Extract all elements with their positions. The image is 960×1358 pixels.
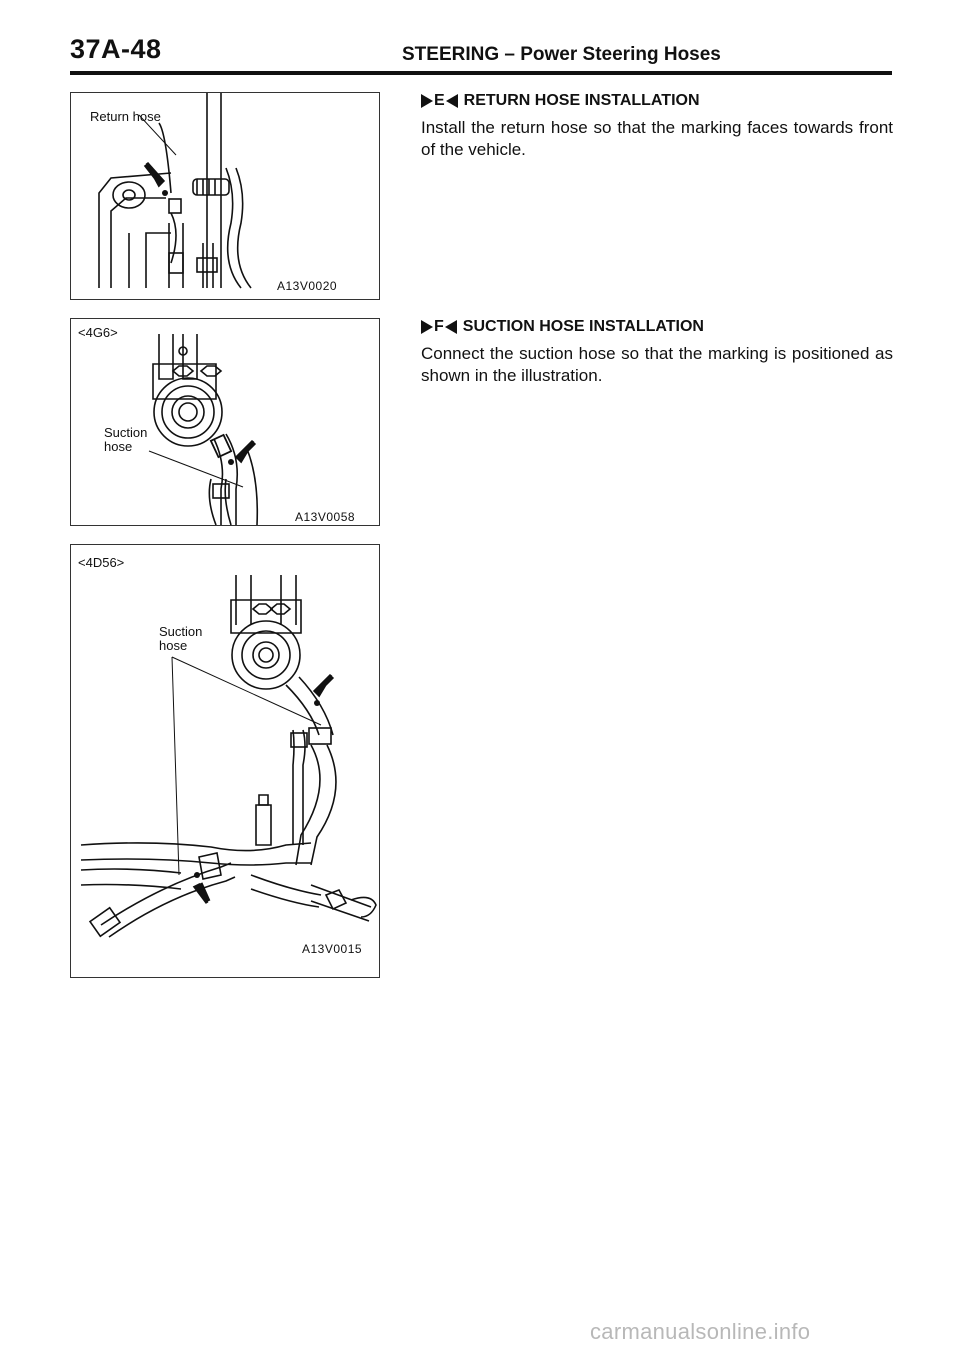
left-triangle-icon bbox=[445, 94, 458, 108]
left-triangle-icon bbox=[444, 320, 457, 334]
section-heading-return-hose: E RETURN HOSE INSTALLATION bbox=[421, 92, 700, 110]
suction-hose-4g6-illustration bbox=[148, 334, 259, 525]
suction-hose-label-line1: Suction bbox=[159, 624, 203, 639]
section-title: RETURN HOSE INSTALLATION bbox=[463, 92, 700, 109]
return-hose-label: Return hose bbox=[90, 109, 161, 124]
figure-code: A13V0020 bbox=[277, 279, 338, 293]
figure-code: A13V0058 bbox=[295, 510, 356, 524]
variant-label-4d56: <4D56> bbox=[78, 555, 125, 570]
figure-suction-hose-4d56: <4D56> Suction hose A13V0015 bbox=[70, 544, 380, 978]
section-letter: F bbox=[434, 318, 444, 335]
right-triangle-icon bbox=[421, 94, 433, 108]
section-body-return-hose: Install the return hose so that the mark… bbox=[421, 118, 893, 159]
figure-code: A13V0015 bbox=[302, 942, 363, 956]
suction-hose-label-line1: Suction bbox=[104, 425, 148, 440]
section-letter: E bbox=[434, 92, 445, 109]
figure-suction-hose-4g6: <4G6> Suction hose A13V0058 bbox=[70, 318, 380, 526]
right-triangle-icon bbox=[421, 320, 433, 334]
suction-hose-label-line2: hose bbox=[104, 439, 133, 454]
section-body-suction-hose: Connect the suction hose so that the mar… bbox=[421, 344, 893, 385]
page-title: STEERING – Power Steering Hoses bbox=[402, 44, 721, 65]
section-title: SUCTION HOSE INSTALLATION bbox=[462, 318, 704, 335]
header-rule bbox=[70, 71, 892, 75]
figure-return-hose: Return hose A13V0020 bbox=[70, 92, 380, 300]
page-number: 37A-48 bbox=[70, 34, 162, 64]
suction-hose-label-line2: hose bbox=[159, 638, 188, 653]
variant-label-4g6: <4G6> bbox=[78, 325, 118, 340]
section-heading-suction-hose: F SUCTION HOSE INSTALLATION bbox=[421, 318, 704, 336]
suction-hose-4d56-illustration bbox=[80, 575, 377, 938]
return-hose-illustration bbox=[98, 93, 252, 289]
footer-watermark: carmanualsonline.info bbox=[590, 1319, 811, 1344]
